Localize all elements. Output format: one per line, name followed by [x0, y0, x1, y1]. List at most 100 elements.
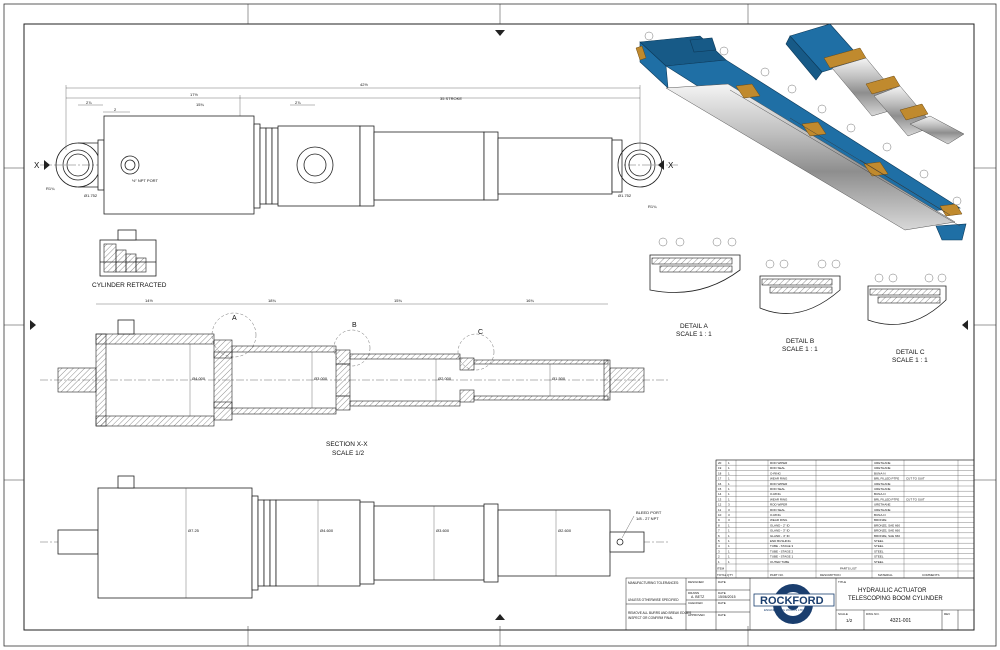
title-block: MANUFACTURING TOLERANCES: UNLESS OTHERWI…: [625, 577, 975, 631]
svg-text:Ø3.000: Ø3.000: [314, 376, 328, 381]
table-cell: CUT TO SUIT: [906, 477, 925, 481]
table-cell: 10: [718, 513, 722, 517]
bleed-note-2: 1/8 - 27 NPT: [636, 516, 659, 521]
bom-header-material: MATERIAL: [878, 573, 893, 577]
table-cell: 1: [728, 560, 730, 564]
bom-header-description: DESCRIPTION: [820, 573, 841, 577]
tolerance-note-3: REMOVE ALL BURRS AND BREAK EDGES: [628, 611, 691, 615]
table-cell: ROD SEAL: [770, 487, 786, 491]
table-cell: 16: [718, 482, 722, 486]
table-cell: ROD WIPER: [770, 503, 788, 507]
table-cell: 3: [728, 518, 730, 522]
table-cell: 1: [728, 529, 730, 533]
table-cell: OUTER TUBE: [770, 560, 789, 564]
table-cell: TUBE - STAGE 3: [770, 544, 793, 548]
table-cell: 1: [728, 471, 730, 475]
table-cell: O-RING: [770, 492, 781, 496]
table-cell: 1: [718, 560, 720, 564]
svg-text:Ø4.000: Ø4.000: [192, 376, 206, 381]
title-label: TITLE: [838, 580, 846, 584]
drawn-date: 15/06/2015: [718, 595, 736, 599]
table-cell: 1: [728, 544, 730, 548]
section-label: SECTION X-X: [326, 441, 368, 448]
table-cell: URETHANE: [874, 487, 891, 491]
bom-header-comments: COMMENTS: [922, 573, 940, 577]
detail-c: DETAIL C SCALE 1 : 1: [867, 273, 947, 364]
table-cell: 8: [718, 523, 720, 527]
table-cell: STEEL: [874, 555, 884, 559]
svg-text:Ø2.600: Ø2.600: [558, 528, 572, 533]
svg-text:15¾: 15¾: [196, 102, 204, 107]
table-cell: URETHANE: [874, 508, 891, 512]
table-cell: ROD SEAL: [770, 466, 786, 470]
date-label-1: DATE: [718, 580, 726, 584]
table-cell: TUBE - STAGE 2: [770, 549, 793, 553]
detail-b: DETAIL B SCALE 1 : 1: [759, 259, 841, 353]
table-cell: 4: [718, 544, 720, 548]
section-marker-right: X: [668, 161, 674, 170]
table-cell: 2: [718, 555, 720, 559]
svg-text:42½: 42½: [360, 82, 368, 87]
table-cell: GLAND - 2" ID: [770, 523, 790, 527]
callout-a: A: [232, 315, 237, 322]
svg-text:Ø2.000: Ø2.000: [438, 376, 452, 381]
table-cell: STEEL: [874, 549, 884, 553]
table-cell: 1: [728, 487, 730, 491]
detail-c-scale: SCALE 1 : 1: [892, 357, 928, 364]
table-cell: 1: [728, 549, 730, 553]
approved-label: APPROVED: [688, 613, 706, 617]
table-cell: STEEL: [874, 544, 884, 548]
retracted-label: CYLINDER RETRACTED: [92, 282, 167, 289]
table-cell: 1: [728, 461, 730, 465]
table-cell: URETHANE: [874, 482, 891, 486]
table-cell: 12: [718, 503, 722, 507]
company-name: ROCKFORD: [760, 595, 824, 607]
svg-text:15¾: 15¾: [394, 298, 402, 303]
drawn-by: A. BETZ: [691, 595, 705, 599]
table-cell: 1: [728, 555, 730, 559]
table-cell: 1: [728, 477, 730, 481]
rev-label: REV: [944, 612, 950, 616]
bleed-note-1: BLEED PORT: [636, 510, 662, 515]
table-cell: 1: [728, 466, 730, 470]
svg-text:Ø7.25: Ø7.25: [188, 528, 200, 533]
table-cell: BRONZE, SAE 660: [874, 529, 900, 533]
center-arrows: [30, 30, 968, 620]
svg-text:18¾: 18¾: [268, 298, 276, 303]
detail-b-scale: SCALE 1 : 1: [782, 346, 818, 353]
table-cell: 3: [728, 503, 730, 507]
svg-text:14½: 14½: [145, 298, 153, 303]
drawing-number: 4321-001: [890, 618, 911, 624]
table-cell: TUBE - STAGE 1: [770, 555, 793, 559]
bom-header-part-no: PART NO.: [770, 573, 784, 577]
bom-header-item: ITEM: [717, 567, 725, 571]
tolerance-note-2: UNLESS OTHERWISE SPECIFIED: [628, 598, 679, 602]
table-cell: URETHANE: [874, 503, 891, 507]
bom-header-total: TOTAL: [717, 573, 727, 577]
table-cell: 18: [718, 471, 722, 475]
table-cell: BRONZE: [874, 518, 887, 522]
table-cell: 20: [718, 461, 722, 465]
bom-parts-list-title: PARTS LIST: [840, 567, 857, 571]
table-cell: 3: [728, 513, 730, 517]
table-cell: CUT TO SUIT: [906, 497, 925, 501]
top-elevation-view: X X 42½ 17½ 35 STROKE 15¾ 2⅞ 2⅞ 2 ½" NPT…: [34, 82, 680, 215]
table-cell: ROD SEAL: [770, 508, 786, 512]
table-cell: WEAR RING: [770, 518, 788, 522]
stroke-dim: 35 STROKE: [440, 96, 462, 101]
table-cell: BRONZE, SAE 660: [874, 534, 900, 538]
svg-text:Ø3.600: Ø3.600: [436, 528, 450, 533]
date-label-2: DATE: [718, 591, 726, 595]
table-cell: BRL FILLED PTFE: [874, 497, 899, 501]
date-label-4: DATE: [718, 613, 726, 617]
